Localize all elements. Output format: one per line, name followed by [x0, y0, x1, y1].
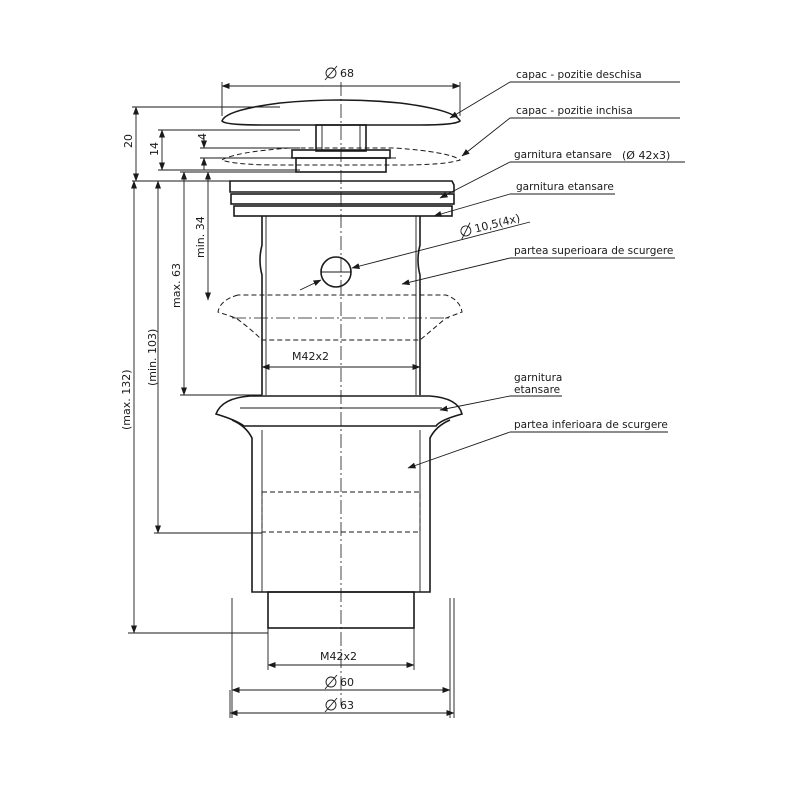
hole-value: 10,5(4x)	[473, 212, 521, 236]
closed-lift-value: 14	[148, 142, 161, 156]
max-total-value: (max. 132)	[120, 369, 133, 430]
thread-upper-value: M42x2	[292, 350, 329, 363]
flange-diameter-value: 63	[340, 699, 354, 712]
gasket-thickness-value: 4	[196, 133, 209, 140]
label-cap-open: capac - pozitie deschisa	[516, 69, 642, 81]
open-lift-value: 20	[122, 134, 135, 148]
upper-drain-body	[259, 216, 421, 395]
label-gasket-lower-1: garnitura	[514, 372, 562, 384]
label-gasket-top: garnitura etansare	[514, 149, 612, 161]
diameter-symbol-icon	[460, 225, 472, 237]
max-upper-value: max. 63	[170, 263, 183, 308]
lower-nut	[214, 395, 463, 427]
upper-drain-flange	[229, 180, 455, 217]
top-gasket	[284, 149, 396, 173]
cap-diameter-value: 68	[340, 67, 354, 80]
diameter-symbol-icon	[325, 676, 337, 688]
body-diameter-value: 60	[340, 676, 354, 689]
cap-open	[221, 99, 461, 152]
lower-drain-body	[231, 419, 451, 629]
label-gasket-lower-2: etansare	[514, 384, 560, 396]
label-lower-part: partea inferioara de scurgere	[514, 419, 668, 431]
cap-closed	[220, 147, 462, 166]
dim-body-diameter: 60	[324, 674, 354, 690]
dim-hole: 10,5(4x)	[460, 212, 522, 240]
min-total-value: (min. 103)	[146, 329, 159, 386]
label-cap-closed: capac - pozitie inchisa	[516, 105, 633, 117]
dim-flange-diameter: 63	[324, 697, 354, 713]
thread-lower-value: M42x2	[320, 650, 357, 663]
nut-dashed	[217, 294, 463, 341]
extension-lines	[128, 82, 461, 718]
min-upper-value: min. 34	[194, 216, 207, 258]
diameter-symbol-icon	[325, 699, 337, 711]
diameter-symbol-icon	[325, 67, 337, 79]
dimension-lines	[131, 83, 531, 718]
label-gasket-second: garnitura etansare	[516, 181, 614, 193]
label-upper-part: partea superioara de scurgere	[514, 245, 673, 257]
dim-cap-diameter: 68	[324, 65, 354, 81]
label-gasket-top-spec: (Ø 42x3)	[622, 149, 670, 162]
callout-leaders	[401, 81, 685, 469]
